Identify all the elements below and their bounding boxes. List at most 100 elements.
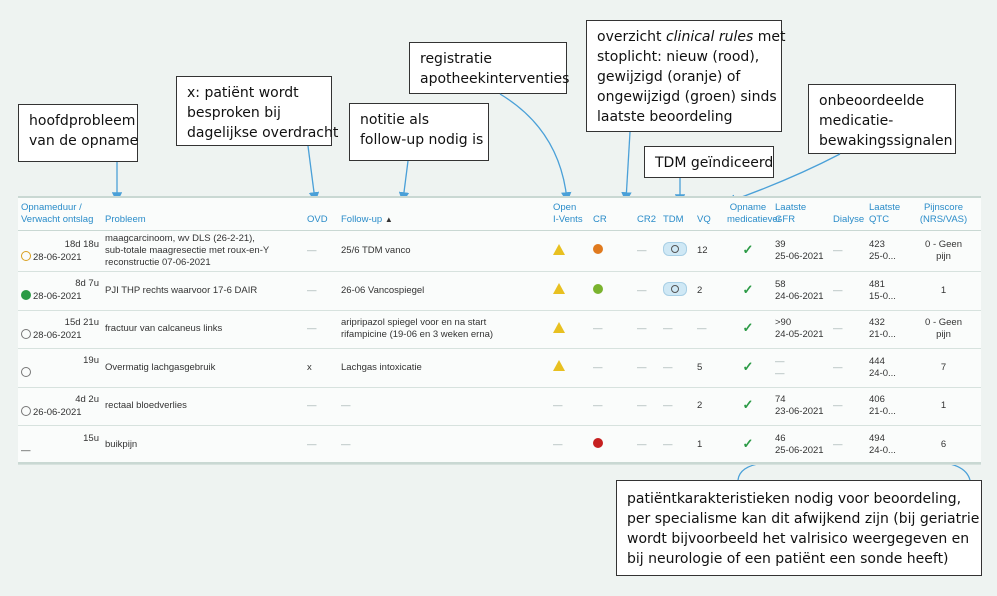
cell-tdm: — [660,425,694,465]
cell-followup[interactable]: — [338,425,550,465]
callout-ovd: x: patiënt wordt besproken bij dagelijks… [176,76,338,146]
callout-ivents: registratie apotheekinterventies [409,42,570,94]
warning-icon[interactable] [553,321,565,333]
duration: 19u [83,355,99,367]
cell-vq: 12 [694,230,724,272]
col-followup[interactable]: Follow-up ▲ [338,198,550,231]
cell-opnameduur: 19u [18,348,102,388]
traffic-light-icon[interactable] [593,437,603,448]
cell-cr: — [590,310,634,349]
cell-gfr: 39 25-06-2021 [772,230,830,272]
cell-pijnscore: 6 [906,425,981,465]
table-row[interactable]: 18d 18u 28-06-2021 maagcarcinoom, wv DLS… [18,230,981,272]
cell-gfr: 46 25-06-2021 [772,425,830,465]
followup-line: rifampicine (19-06 en 3 weken erna) [341,329,494,341]
dialyse-value: — [833,400,843,412]
callout-line: bewakingssignalen [819,133,953,149]
gfr-value: 74 [775,394,786,406]
col-opnameduur[interactable]: Opnameduur /Verwacht ontslag [18,198,102,231]
table-row[interactable]: 15u — buikpijn — — — — — 1 ✓ 46 25-06-20… [18,425,981,465]
arrow-followup [398,160,410,203]
cell-ovd: — [304,271,338,311]
check-icon[interactable]: ✓ [742,281,754,297]
check-icon[interactable]: ✓ [742,320,754,336]
cell-probleem: PJI THP rechts waarvoor 17-6 DAIR [102,271,304,311]
callout-line: wordt bijvoorbeeld het valrisico weergeg… [627,531,970,547]
col-tdm[interactable]: TDM [660,198,694,231]
table-row[interactable]: 19u Overmatig lachgasgebruik x Lachgas i… [18,348,981,388]
duration: 18d 18u [64,238,99,250]
vq-value: 2 [697,284,703,296]
col-cr2[interactable]: CR2 [634,198,660,231]
cell-qtc: 423 25-0... [866,230,906,272]
callout-line: overzicht clinical rules met [597,27,785,47]
cell-ivents: — [550,425,590,465]
col-ovd[interactable]: OVD [304,198,338,231]
cell-followup[interactable]: 26-06 Vancospiegel [338,271,550,311]
check-icon[interactable]: ✓ [742,242,754,257]
vq-value: 5 [697,361,703,373]
col-vq[interactable]: VQ [694,198,724,231]
pijn-line: 0 - Geen [925,239,962,250]
cell-ivents: — [550,387,590,426]
callout-hoofdprobleem: hoofdprobleem van de opname [18,104,138,162]
col-probleem[interactable]: Probleem [102,198,304,231]
cell-ovd: — [304,425,338,465]
warning-icon[interactable] [553,360,565,372]
callout-line: apotheekinterventies [420,71,570,87]
cell-ovd: — [304,387,338,426]
cell-opnameduur: 8d 7u 28-06-2021 [18,271,102,311]
pijn-line: 1 [940,284,947,296]
tdm-indicator-icon[interactable] [663,281,687,296]
traffic-light-icon[interactable] [593,283,603,294]
cell-dialyse: — [830,425,866,465]
table-row[interactable]: 4d 2u 26-06-2021 rectaal bloedverlies — … [18,387,981,426]
pijn-line: pijn [936,329,951,341]
cell-gfr: >90 24-05-2021 [772,310,830,349]
check-icon[interactable]: ✓ [742,397,754,413]
discharge-date: 26-06-2021 [33,406,82,418]
cell-followup[interactable]: — [338,387,550,426]
clock-icon [21,367,31,378]
cell-vq: — [694,310,724,349]
followup-line: aripripazol spiegel voor en na start [341,317,487,329]
cell-tdm: — [660,387,694,426]
traffic-light-icon[interactable] [593,244,603,254]
table-row[interactable]: 15d 21u 28-06-2021 fractuur van calcaneu… [18,310,981,349]
vq-value: — [697,323,707,335]
cell-followup[interactable]: 25/6 TDM vanco [338,230,550,272]
gfr-value: >90 [775,317,792,329]
callout-text-italic: clinical rules [665,29,754,45]
cell-qtc: 432 21-0... [866,310,906,349]
warning-icon[interactable] [553,283,565,295]
col-dialyse[interactable]: Dialyse [830,198,866,231]
qtc-value: 406 [869,394,885,406]
dialyse-value: — [833,438,843,450]
cell-vq: 5 [694,348,724,388]
warning-icon[interactable] [553,243,565,255]
cell-ivents [550,230,590,272]
cell-followup[interactable]: Lachgas intoxicatie [338,348,550,388]
vq-value: 2 [697,400,703,412]
table-row[interactable]: 8d 7u 28-06-2021 PJI THP rechts waarvoor… [18,271,981,311]
cell-cr2: — [634,230,660,272]
tdm-indicator-icon[interactable] [663,242,687,256]
check-icon[interactable]: ✓ [742,435,754,451]
col-pijnscore[interactable]: Pijnscore(NRS/VAS) [906,198,981,231]
cell-probleem: rectaal bloedverlies [102,387,304,426]
sort-ascending-icon[interactable]: ▲ [384,215,393,224]
cr-empty: — [593,400,603,412]
pijn-line: 1 [940,400,947,412]
discharge-date: 28-06-2021 [33,251,82,263]
col-cr[interactable]: CR [590,198,634,231]
check-icon[interactable]: ✓ [742,358,754,374]
cell-opname-medicatie: ✓ [724,387,772,426]
cell-cr2: — [634,310,660,349]
cell-ivents [550,310,590,349]
